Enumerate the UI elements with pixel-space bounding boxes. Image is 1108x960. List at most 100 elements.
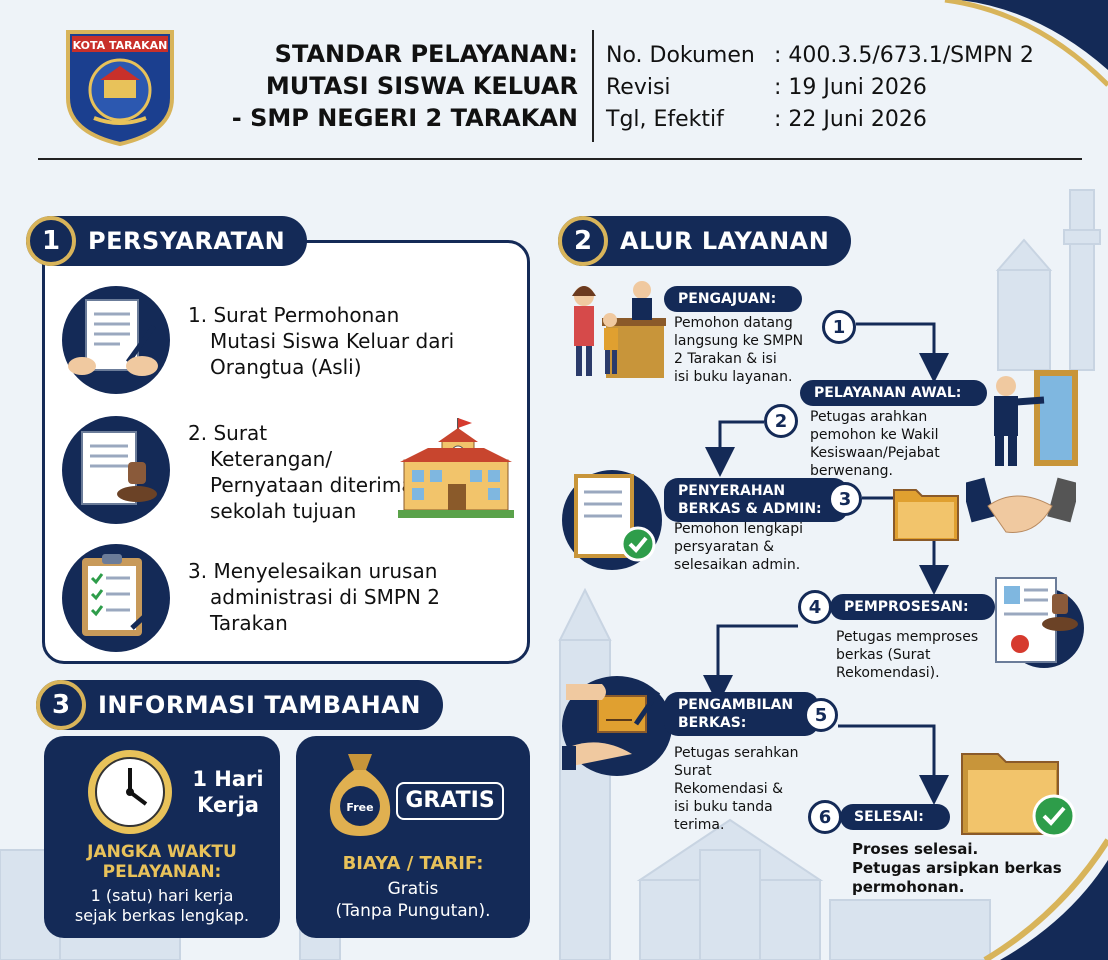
checklist-clipboard-icon xyxy=(62,544,170,652)
step-desc-line: Kesiswaan/Pejabat xyxy=(810,445,940,461)
headline-line: Kerja xyxy=(197,793,259,817)
step-desc-line: persyaratan & xyxy=(674,539,775,555)
applicant-at-desk-icon xyxy=(572,281,666,378)
meta-key: Tgl, Efektif xyxy=(606,107,724,132)
flow-step-6-title: SELESAI: xyxy=(840,804,950,830)
step-desc-line: permohonan. xyxy=(852,878,965,896)
flow-step-6-number: 6 xyxy=(808,800,842,834)
requirement-item-3: 3. Menyelesaikan urusan administrasi di … xyxy=(188,558,440,636)
section-title: PERSYARATAN xyxy=(88,227,286,255)
flow-step-1-number: 1 xyxy=(822,310,856,344)
requirement-item-2: 2. Surat Keterangan/ Pernyataan diterima… xyxy=(188,420,438,524)
meta-value: : 19 Juni 2026 xyxy=(774,75,927,100)
folder-icon xyxy=(893,489,959,541)
certificate-stamp-icon xyxy=(995,577,1084,668)
document-title: STANDAR PELAYANAN: MUTASI SISWA KELUAR -… xyxy=(208,38,578,134)
header-divider xyxy=(592,30,594,142)
requirement-item-1: 1. Surat Permohonan Mutasi Siswa Keluar … xyxy=(188,302,454,380)
meta-value: : 22 Juni 2026 xyxy=(774,107,927,132)
step-desc-line: Rekomendasi & xyxy=(674,781,784,797)
requirement-number: 3. xyxy=(188,559,208,583)
service-time-box: 1 Hari Kerja JANGKA WAKTU PELAYANAN: 1 (… xyxy=(44,736,280,938)
section-title: INFORMASI TAMBAHAN xyxy=(98,691,421,719)
step-title-line: BERKAS: xyxy=(678,715,747,731)
step-desc-line: isi buku layanan. xyxy=(674,369,793,385)
step-desc-line: Petugas serahkan xyxy=(674,745,799,761)
section-informasi-header: 3 INFORMASI TAMBAHAN xyxy=(36,680,443,730)
meta-row-document-number: No. Dokumen : 400.3.5/673.1/SMPN 2 xyxy=(606,40,1034,72)
section-alur-header: 2 ALUR LAYANAN xyxy=(558,216,852,266)
section-number: 3 xyxy=(36,680,86,730)
flow-step-5-desc: Petugas serahkan Surat Rekomendasi & isi… xyxy=(674,744,799,834)
section-title: ALUR LAYANAN xyxy=(620,227,830,255)
meta-key: No. Dokumen xyxy=(606,43,755,68)
logo-text: KOTA TARAKAN xyxy=(73,39,168,52)
flow-step-6-desc: Proses selesai. Petugas arsipkan berkas … xyxy=(852,840,1062,897)
meta-row-effective-date: Tgl, Efektif : 22 Juni 2026 xyxy=(606,104,1034,136)
step-desc-line: Petugas arahkan xyxy=(810,409,928,425)
handshake-icon xyxy=(966,477,1076,533)
service-time-label: JANGKA WAKTU PELAYANAN: xyxy=(44,842,280,882)
desc-line: 1 (satu) hari kerja xyxy=(90,886,234,905)
step-desc-line: Petugas arsipkan berkas xyxy=(852,859,1062,877)
meta-value: : 400.3.5/673.1/SMPN 2 xyxy=(774,43,1034,68)
step-desc-line: selesaikan admin. xyxy=(674,557,801,573)
service-cost-desc: Gratis (Tanpa Pungutan). xyxy=(296,878,530,922)
requirement-number: 2. xyxy=(188,421,208,445)
service-cost-label: BIAYA / TARIF: xyxy=(342,853,484,874)
flow-step-1-title: PENGAJUAN: xyxy=(664,286,803,312)
title-line: STANDAR PELAYANAN: xyxy=(274,40,578,68)
step-title-line: BERKAS & ADMIN: xyxy=(678,501,822,517)
flow-step-3-title: PENYERAHAN BERKAS & ADMIN: xyxy=(664,478,848,522)
step-desc-line: berkas (Surat xyxy=(836,647,931,663)
desc-line: Gratis xyxy=(387,879,439,899)
flow-step-5-title: PENGAMBILAN BERKAS: xyxy=(664,692,820,736)
requirement-line: Mutasi Siswa Keluar dari xyxy=(210,329,455,353)
flow-step-1-desc: Pemohon datang langsung ke SMPN 2 Taraka… xyxy=(674,314,803,386)
requirement-line: sekolah tujuan xyxy=(210,499,357,523)
clock-icon xyxy=(88,750,172,834)
document-signing-icon xyxy=(62,286,170,394)
step-desc-line: berwenang. xyxy=(810,463,893,479)
section-persyaratan-header: 1 PERSYARATAN xyxy=(26,216,308,266)
document-meta: No. Dokumen : 400.3.5/673.1/SMPN 2 Revis… xyxy=(606,40,1034,136)
step-desc-line: terima. xyxy=(674,817,725,833)
step-desc-line: Surat xyxy=(674,763,712,779)
requirement-line: Orangtua (Asli) xyxy=(210,355,362,379)
step-desc-line: isi buku tanda xyxy=(674,799,773,815)
step-title-line: PENGAMBILAN xyxy=(678,697,794,713)
bag-text: Free xyxy=(346,801,373,814)
money-bag-icon: Free xyxy=(329,754,391,836)
flow-step-3-number: 3 xyxy=(828,482,862,516)
document-handover-icon xyxy=(562,676,672,776)
desc-line: (Tanpa Pungutan). xyxy=(335,901,491,921)
requirement-line: Menyelesaikan urusan xyxy=(213,559,438,583)
step-desc-line: Rekomendasi). xyxy=(836,665,940,681)
section-number: 1 xyxy=(26,216,76,266)
gratis-badge: GRATIS xyxy=(396,782,504,820)
service-time-desc: 1 (satu) hari kerja sejak berkas lengkap… xyxy=(44,886,280,926)
flow-step-2-number: 2 xyxy=(764,404,798,438)
document-check-icon xyxy=(562,470,662,570)
step-desc-line: langsung ke SMPN xyxy=(674,333,804,349)
flow-step-4-number: 4 xyxy=(798,590,832,624)
school-building-icon xyxy=(398,418,514,518)
flow-step-2-title: PELAYANAN AWAL: xyxy=(800,380,988,406)
section-number: 2 xyxy=(558,216,608,266)
flow-step-2-desc: Petugas arahkan pemohon ke Wakil Kesiswa… xyxy=(810,408,940,480)
officer-at-door-icon xyxy=(994,370,1078,466)
label-line: PELAYANAN: xyxy=(102,862,222,882)
flow-step-4-desc: Petugas memproses berkas (Surat Rekomend… xyxy=(836,628,978,682)
step-desc-line: pemohon ke Wakil xyxy=(810,427,939,443)
flow-step-5-number: 5 xyxy=(804,698,838,732)
step-title-line: PEMPROSESAN: xyxy=(844,599,969,615)
archive-folder-icon xyxy=(961,753,1076,838)
requirement-line: Tarakan xyxy=(210,611,288,635)
step-title-line: SELESAI: xyxy=(854,809,924,825)
requirement-line: Surat xyxy=(213,421,268,445)
requirement-line: Pernyataan diterima di xyxy=(210,473,439,497)
requirement-line: Surat Permohonan xyxy=(213,303,400,327)
service-time-headline: 1 Hari Kerja xyxy=(180,766,276,818)
step-desc-line: Petugas memproses xyxy=(836,629,979,645)
requirement-line: administrasi di SMPN 2 xyxy=(210,585,440,609)
